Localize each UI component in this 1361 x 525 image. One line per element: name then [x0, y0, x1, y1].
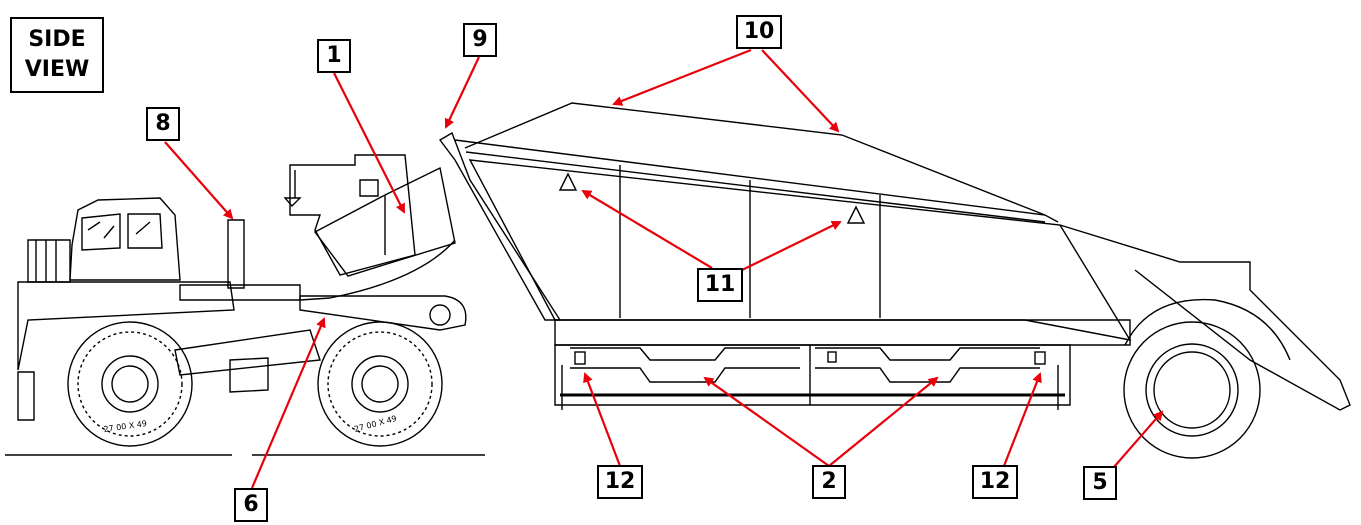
tractor-rear-rim — [351, 355, 409, 413]
tractor-rear-tire — [317, 321, 443, 447]
arrow-6 — [250, 317, 326, 489]
leader-arrows — [164, 48, 1164, 489]
side-view-label: SIDE VIEW — [10, 17, 104, 93]
callout-5: 5 — [1083, 466, 1117, 500]
hopper-front-shroud — [313, 166, 456, 277]
arrow-10b — [761, 49, 840, 133]
arrow-9 — [444, 56, 480, 129]
tire-marking-rear: 27 00 X 49 — [353, 414, 397, 434]
arrow-8 — [164, 141, 234, 220]
gooseneck-outline — [283, 131, 562, 321]
front-tire — [67, 321, 193, 447]
hopper-roof — [464, 102, 1046, 216]
arrow-12b — [1002, 372, 1042, 467]
callout-11: 11 — [697, 268, 743, 302]
callout-12-right: 12 — [972, 465, 1018, 499]
trailer-rear-rim — [1145, 343, 1239, 437]
front-rim — [101, 355, 159, 413]
callout-1: 1 — [317, 39, 351, 73]
trailer-rear-tire — [1123, 321, 1261, 459]
arrow-2b — [828, 376, 939, 467]
warning-decal-right — [846, 205, 866, 224]
dump-gates — [554, 344, 1071, 406]
callout-6: 6 — [234, 488, 268, 522]
tire-marking-front: 27 00 X 49 — [103, 419, 147, 434]
arrow-11b — [737, 221, 842, 273]
hopper-outline — [454, 102, 1351, 459]
view-label-line2: VIEW — [24, 57, 90, 82]
callout-2: 2 — [812, 465, 846, 499]
arrow-1 — [333, 72, 405, 214]
view-label-line1: SIDE — [28, 27, 86, 52]
callout-10: 10 — [736, 15, 782, 49]
arrow-11a — [581, 189, 713, 269]
callout-8: 8 — [146, 107, 180, 141]
warning-decal-left — [558, 172, 578, 191]
arrow-10a — [612, 48, 752, 106]
cab — [69, 197, 181, 281]
callout-9: 9 — [463, 23, 497, 57]
arrow-2a — [703, 376, 830, 467]
tractor-outline — [5, 197, 485, 456]
hopper-body — [468, 159, 1132, 341]
arrow-12a — [583, 372, 622, 467]
callout-12-left: 12 — [597, 465, 643, 499]
